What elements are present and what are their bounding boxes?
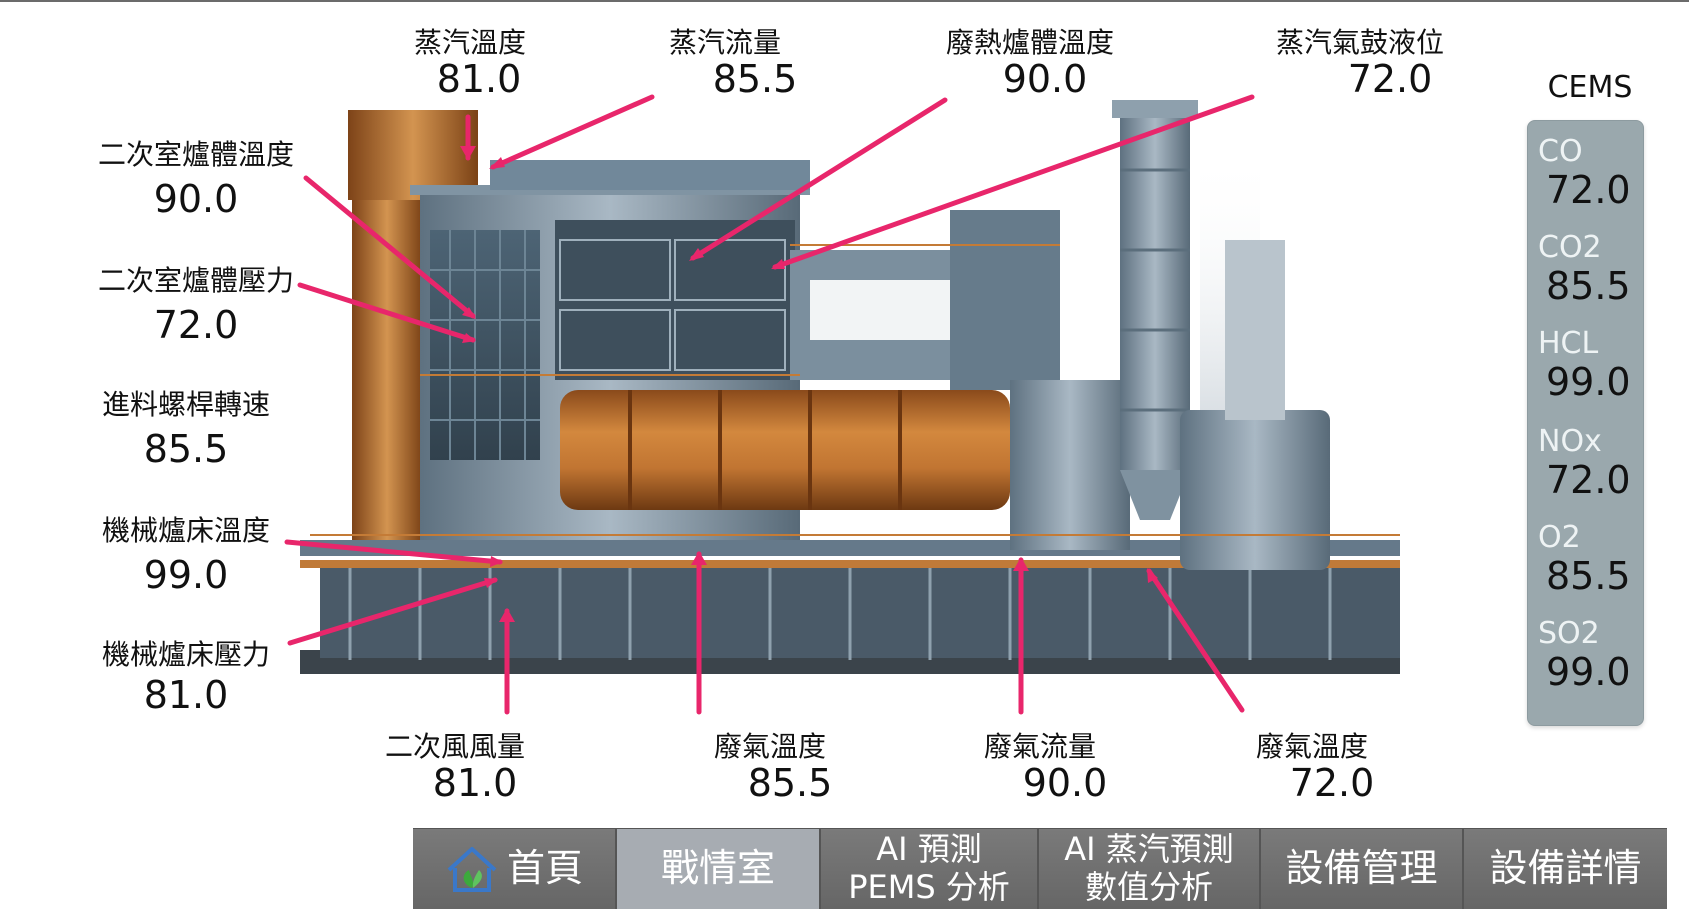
label-steam-drum-level: 蒸汽氣鼓液位 72.0 xyxy=(1250,26,1470,101)
label-value: 81.0 xyxy=(436,56,522,101)
nav-ai-pems-line2: PEMS 分析 xyxy=(848,868,1010,906)
cems-item-name: HCL xyxy=(1538,326,1599,361)
label-value: 99.0 xyxy=(143,552,229,597)
label-name: 蒸汽溫度 xyxy=(413,26,526,59)
cems-item-value: 72.0 xyxy=(1546,458,1631,502)
label-grate-pressure: 機械爐床壓力 81.0 xyxy=(86,638,286,717)
cems-item-name: CO2 xyxy=(1538,230,1602,265)
top-divider xyxy=(0,0,1689,2)
label-value: 90.0 xyxy=(1002,56,1088,101)
home-icon xyxy=(447,847,497,892)
cems-item-so2: SO2 99.0 xyxy=(1538,617,1638,696)
cems-item-name: O2 xyxy=(1538,520,1581,555)
label-value: 72.0 xyxy=(1347,56,1433,101)
label-secondary-chamber-temp: 二次室爐體溫度 90.0 xyxy=(86,138,306,221)
cems-item-co2: CO2 85.5 xyxy=(1538,231,1638,310)
label-value: 81.0 xyxy=(432,760,518,805)
cems-item-co: CO 72.0 xyxy=(1538,135,1638,214)
nav-home-label: 首頁 xyxy=(506,846,583,891)
label-name: 進料螺桿轉速 xyxy=(101,388,270,421)
label-value: 85.5 xyxy=(747,760,833,805)
label-exhaust-temp-1: 廢氣溫度 85.5 xyxy=(690,730,850,805)
label-name: 廢氣流量 xyxy=(983,730,1096,763)
label-value: 81.0 xyxy=(143,672,229,717)
nav-war-room-label: 戰情室 xyxy=(660,846,775,891)
label-feed-screw-speed: 進料螺桿轉速 85.5 xyxy=(86,388,286,471)
cems-item-value: 85.5 xyxy=(1546,554,1631,598)
incineration-plant-illustration xyxy=(300,100,1400,674)
label-name: 廢氣溫度 xyxy=(713,730,826,763)
label-name: 二次室爐體壓力 xyxy=(97,264,294,297)
label-waste-heat-furnace-temp: 廢熱爐體溫度 90.0 xyxy=(920,26,1140,101)
cems-item-name: CO xyxy=(1538,134,1583,169)
label-value: 85.5 xyxy=(712,56,798,101)
cems-item-value: 99.0 xyxy=(1546,360,1631,404)
label-name: 廢熱爐體溫度 xyxy=(945,26,1114,59)
label-value: 72.0 xyxy=(153,302,239,347)
label-secondary-chamber-pressure: 二次室爐體壓力 72.0 xyxy=(86,264,306,347)
nav-ai-pems-line1: AI 預測 xyxy=(876,830,982,869)
label-exhaust-temp-2: 廢氣溫度 72.0 xyxy=(1232,730,1392,805)
cems-item-nox: NOx 72.0 xyxy=(1538,425,1638,504)
cems-item-hcl: HCL 99.0 xyxy=(1538,327,1638,406)
nav-equipment-detail[interactable]: 設備詳情 xyxy=(1464,829,1667,909)
label-secondary-air-volume: 二次風風量 81.0 xyxy=(365,730,545,805)
label-value: 72.0 xyxy=(1289,760,1375,805)
nav-war-room[interactable]: 戰情室 xyxy=(617,829,821,909)
nav-equipment-detail-label: 設備詳情 xyxy=(1489,846,1642,891)
label-name: 廢氣溫度 xyxy=(1255,730,1368,763)
nav-equipment-management-label: 設備管理 xyxy=(1285,846,1438,891)
label-grate-temp: 機械爐床溫度 99.0 xyxy=(86,514,286,597)
label-value: 90.0 xyxy=(153,176,239,221)
nav-ai-steam-line1: AI 蒸汽預測 xyxy=(1064,830,1234,869)
cems-item-name: SO2 xyxy=(1538,616,1600,651)
label-name: 機械爐床壓力 xyxy=(101,638,270,671)
cems-item-value: 85.5 xyxy=(1546,264,1631,308)
label-name: 二次室爐體溫度 xyxy=(97,138,294,171)
label-steam-temp: 蒸汽溫度 81.0 xyxy=(380,26,560,101)
label-exhaust-flow: 廢氣流量 90.0 xyxy=(960,730,1120,805)
label-name: 蒸汽氣鼓液位 xyxy=(1275,26,1444,59)
label-name: 機械爐床溫度 xyxy=(101,514,270,547)
nav-ai-steam-line2: 數值分析 xyxy=(1084,868,1213,906)
label-name: 二次風風量 xyxy=(384,730,525,763)
nav-home[interactable]: 首頁 xyxy=(413,829,617,909)
bottom-nav: 首頁 戰情室 AI 預測 PEMS 分析 AI 蒸汽預測 數值分析 設備管理 設… xyxy=(413,828,1667,909)
nav-ai-steam[interactable]: AI 蒸汽預測 數值分析 xyxy=(1039,829,1261,909)
cems-item-value: 99.0 xyxy=(1546,650,1631,694)
label-value: 90.0 xyxy=(1022,760,1108,805)
nav-ai-pems[interactable]: AI 預測 PEMS 分析 xyxy=(821,829,1039,909)
cems-title: CEMS xyxy=(1547,70,1633,105)
cems-item-o2: O2 85.5 xyxy=(1538,521,1638,600)
cems-item-name: NOx xyxy=(1538,424,1602,459)
label-value: 85.5 xyxy=(143,426,229,471)
nav-equipment-management[interactable]: 設備管理 xyxy=(1261,829,1464,909)
label-name: 蒸汽流量 xyxy=(668,26,781,59)
cems-panel: CO 72.0 CO2 85.5 HCL 99.0 NOx 72.0 O2 85… xyxy=(1527,120,1644,726)
label-steam-flow: 蒸汽流量 85.5 xyxy=(650,26,830,101)
cems-item-value: 72.0 xyxy=(1546,168,1631,212)
